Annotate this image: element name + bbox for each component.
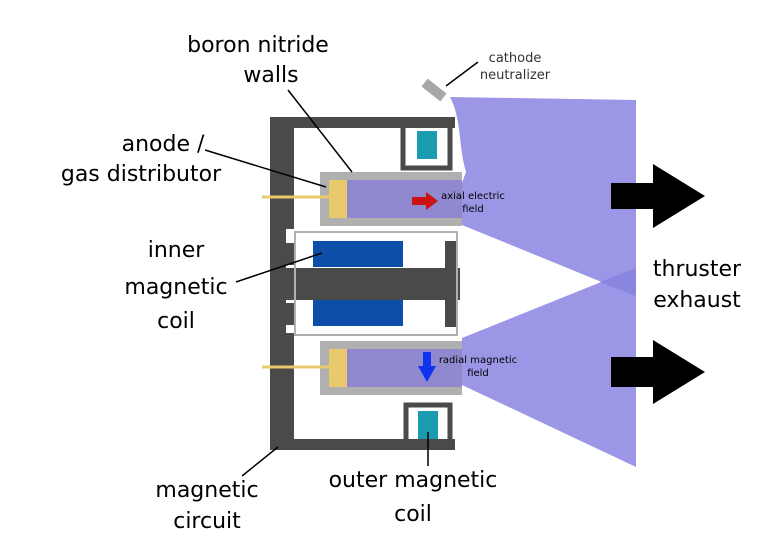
- upper-plume: [450, 97, 636, 296]
- label-text: walls: [243, 63, 298, 88]
- label-text: cathode: [489, 51, 542, 66]
- label-radial-magnetic-field: radial magnetic field: [439, 355, 517, 379]
- inner-pole-outline: [294, 231, 458, 336]
- label-text: field: [462, 204, 484, 215]
- label-text: circuit: [173, 509, 241, 534]
- inner-coil-lower: [313, 300, 403, 326]
- label-text: radial magnetic: [439, 355, 517, 366]
- cathode-neutralizer: [421, 78, 447, 102]
- anode-top: [329, 180, 347, 218]
- discharge-channel-bottom: [262, 341, 462, 395]
- label-text: magnetic: [124, 275, 227, 300]
- exhaust-plume: [450, 97, 636, 467]
- label-magnetic-circuit: magnetic circuit: [155, 478, 258, 534]
- label-inner-magnetic-coil: inner magnetic coil: [124, 238, 227, 334]
- label-text: thruster: [653, 257, 742, 282]
- plume-overlap: [600, 268, 636, 296]
- label-text: neutralizer: [480, 68, 551, 83]
- label-text: anode /: [122, 132, 205, 157]
- label-axial-electric-field: axial electric field: [441, 191, 505, 215]
- outer-coil-bottom: [418, 411, 438, 439]
- leader-lines: [204, 61, 479, 477]
- discharge-channel-top: [262, 172, 462, 226]
- radial-magnetic-field-arrow: [418, 352, 436, 382]
- outer-coil-housing-top: [400, 125, 453, 171]
- anode-bottom: [329, 349, 347, 387]
- label-text: axial electric: [441, 191, 505, 202]
- axial-electric-field-arrow: [412, 192, 438, 210]
- label-boron-nitride-walls: boron nitride walls: [187, 33, 329, 88]
- label-outer-magnetic-coil: outer magnetic coil: [329, 468, 498, 527]
- label-text: gas distributor: [61, 162, 222, 187]
- label-cathode-neutralizer: cathode neutralizer: [480, 51, 551, 83]
- label-text: inner: [148, 238, 206, 263]
- label-thruster-exhaust: thruster exhaust: [653, 257, 742, 313]
- outer-coil-housing-bottom: [403, 402, 453, 445]
- label-text: coil: [157, 309, 195, 334]
- label-text: outer magnetic: [329, 468, 498, 493]
- label-text: coil: [394, 502, 432, 527]
- thrust-arrow-upper: [611, 164, 705, 228]
- lower-plume: [462, 268, 636, 467]
- label-text: boron nitride: [187, 33, 329, 58]
- label-text: field: [467, 368, 489, 379]
- inner-coil-upper: [313, 241, 403, 267]
- label-anode-gas-distributor: anode / gas distributor: [61, 132, 222, 187]
- thrust-arrow-lower: [611, 340, 705, 404]
- outer-coil-top: [417, 131, 437, 159]
- label-text: exhaust: [653, 288, 741, 313]
- label-text: magnetic: [155, 478, 258, 503]
